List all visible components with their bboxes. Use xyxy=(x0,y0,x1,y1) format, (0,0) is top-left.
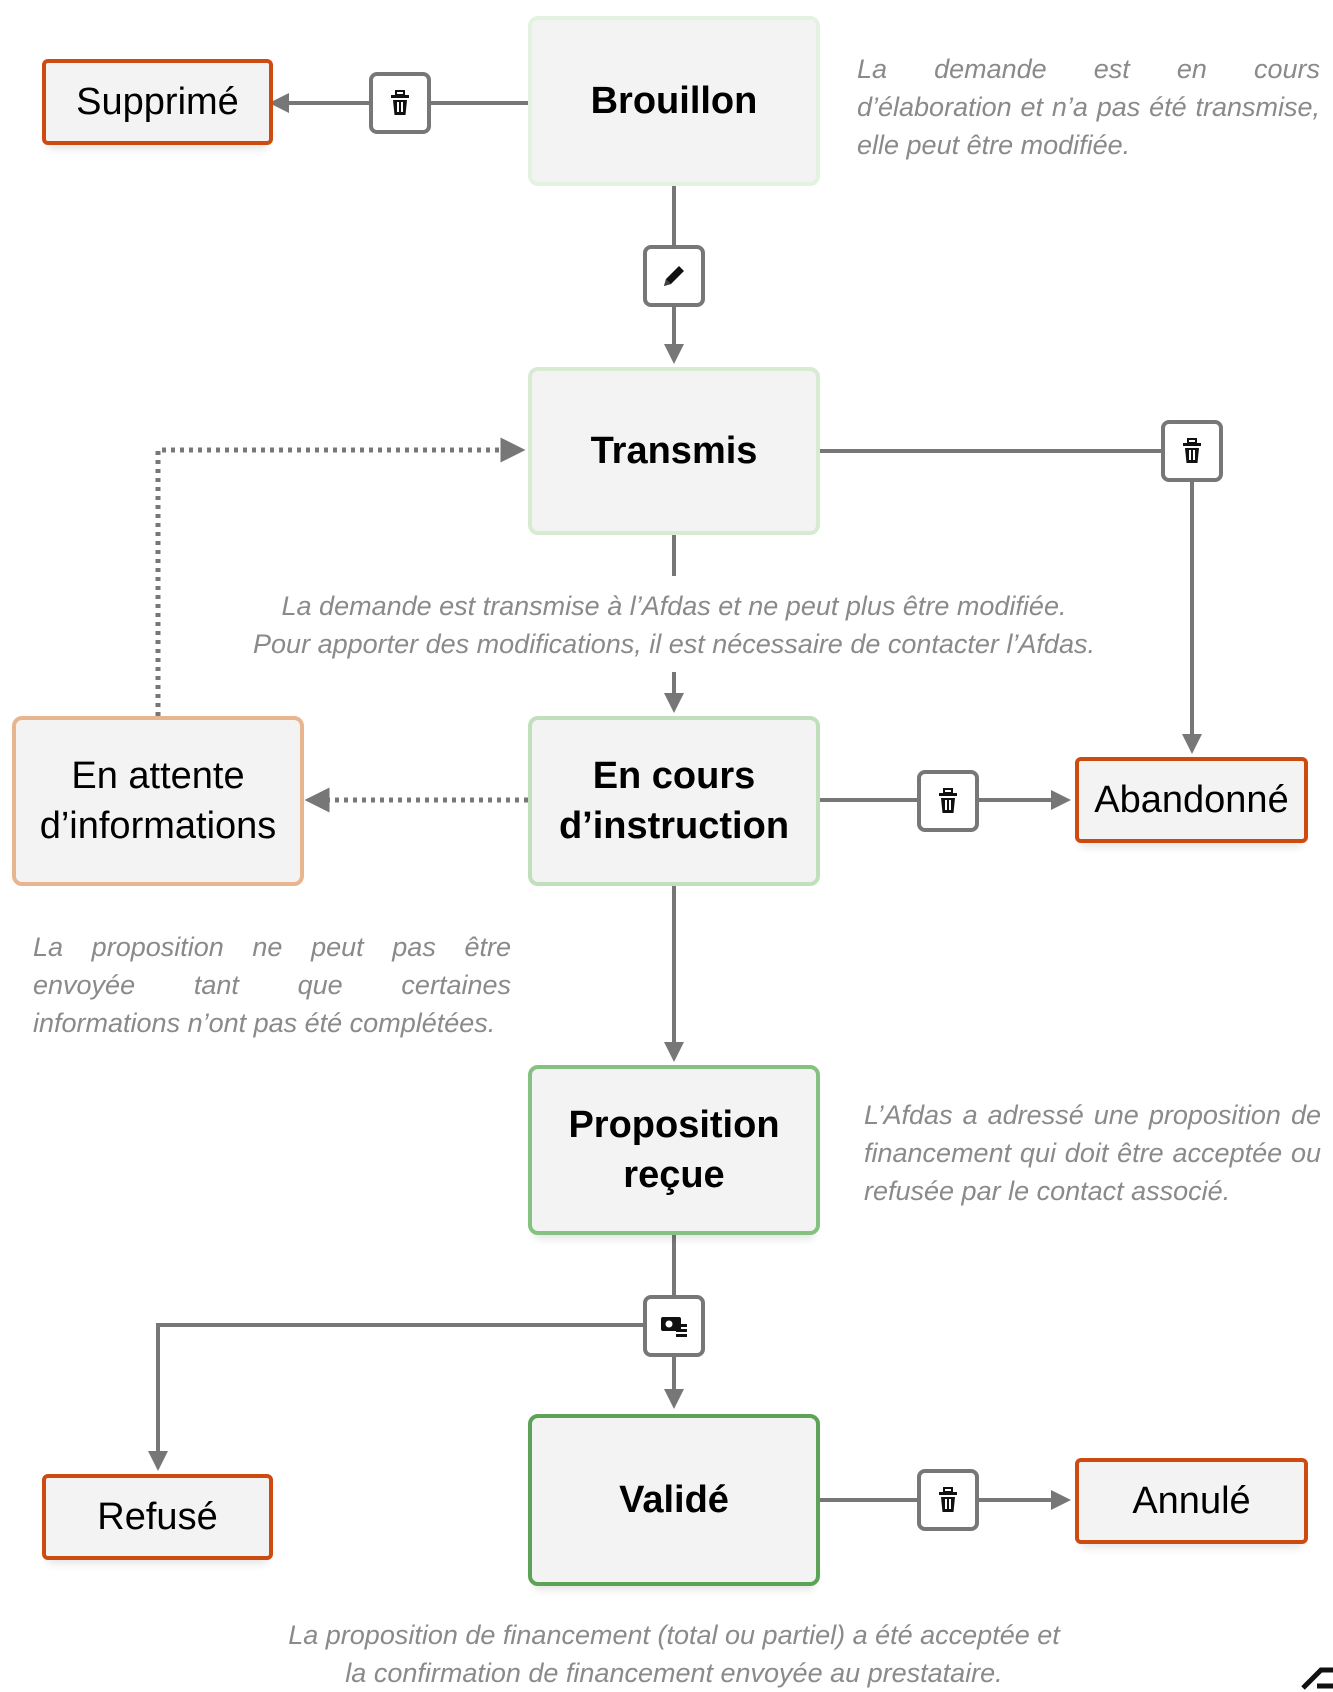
trash-icon xyxy=(1161,420,1223,482)
note-brouillon: La demande est en cours d’élaboration et… xyxy=(857,54,1320,160)
note-valide-line-1: La proposition de financement (total ou … xyxy=(288,1620,1060,1650)
state-label: Proposition reçue xyxy=(568,1104,780,1196)
trash-icon xyxy=(369,72,431,134)
note-en-attente: La proposition ne peut pas être envoyée … xyxy=(33,932,511,1038)
pencil-icon xyxy=(643,245,705,307)
note-transmis-line-2: Pour apporter des modifications, il est … xyxy=(253,629,1095,659)
note-proposition: L’Afdas a adressé une proposition de fin… xyxy=(864,1100,1321,1206)
state-transmis: Transmis xyxy=(528,367,820,535)
note-valide: La proposition de financement (total ou … xyxy=(240,1616,1108,1692)
trash-icon xyxy=(917,770,979,832)
logo-mark-fragment xyxy=(1301,1667,1333,1690)
state-refuse: Refusé xyxy=(42,1474,273,1560)
state-valide: Validé xyxy=(528,1414,820,1586)
state-supprime: Supprimé xyxy=(42,59,273,145)
state-en-attente-informations: En attente d’informations xyxy=(12,716,304,886)
trash-icon xyxy=(917,1469,979,1531)
note-transmis: La demande est transmise à l’Afdas et ne… xyxy=(200,587,1148,663)
state-label: Annulé xyxy=(1132,1480,1251,1522)
note-transmis-line-1: La demande est transmise à l’Afdas et ne… xyxy=(281,591,1067,621)
state-abandonne: Abandonné xyxy=(1075,757,1308,843)
state-label: Supprimé xyxy=(76,81,239,123)
state-label: En attente d’informations xyxy=(39,755,277,847)
state-brouillon: Brouillon xyxy=(528,16,820,186)
link-attente-transmis xyxy=(155,437,526,716)
state-label: Transmis xyxy=(590,430,758,472)
state-annule: Annulé xyxy=(1075,1458,1308,1544)
note-valide-line-2: la confirmation de financement envoyée a… xyxy=(345,1658,1003,1688)
state-label: Refusé xyxy=(97,1496,218,1538)
state-label: Brouillon xyxy=(590,80,758,122)
state-label: Abandonné xyxy=(1094,779,1289,821)
payment-list-icon xyxy=(643,1295,705,1357)
state-label: En cours d’instruction xyxy=(558,755,790,847)
state-en-cours-instruction: En cours d’instruction xyxy=(528,716,820,886)
state-proposition-recue: Proposition reçue xyxy=(528,1065,820,1235)
state-label: Validé xyxy=(619,1479,729,1521)
link-proposition-refuse xyxy=(148,1323,674,1471)
